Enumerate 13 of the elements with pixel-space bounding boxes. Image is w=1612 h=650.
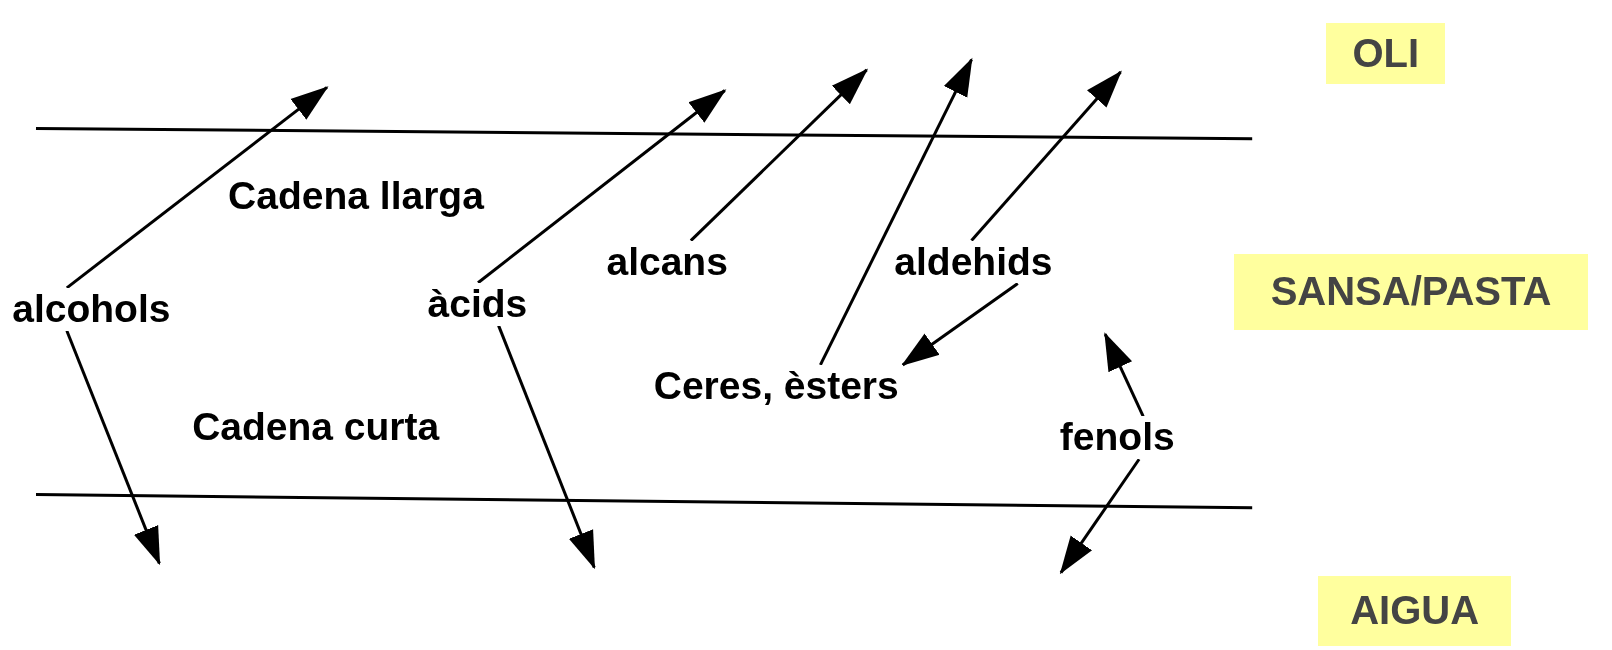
arrow — [477, 89, 727, 284]
arrow — [1059, 458, 1141, 575]
arrow — [819, 57, 973, 366]
arrow — [65, 330, 161, 566]
phase-box: AIGUA — [1317, 575, 1512, 646]
arrow — [970, 70, 1122, 242]
arrow — [65, 86, 329, 290]
phase-box: OLI — [1326, 22, 1446, 85]
arrow — [689, 68, 869, 242]
arrow — [901, 282, 1019, 367]
arrow — [1103, 332, 1145, 417]
arrow — [497, 325, 596, 570]
phase-box: SANSA/PASTA — [1233, 253, 1589, 330]
